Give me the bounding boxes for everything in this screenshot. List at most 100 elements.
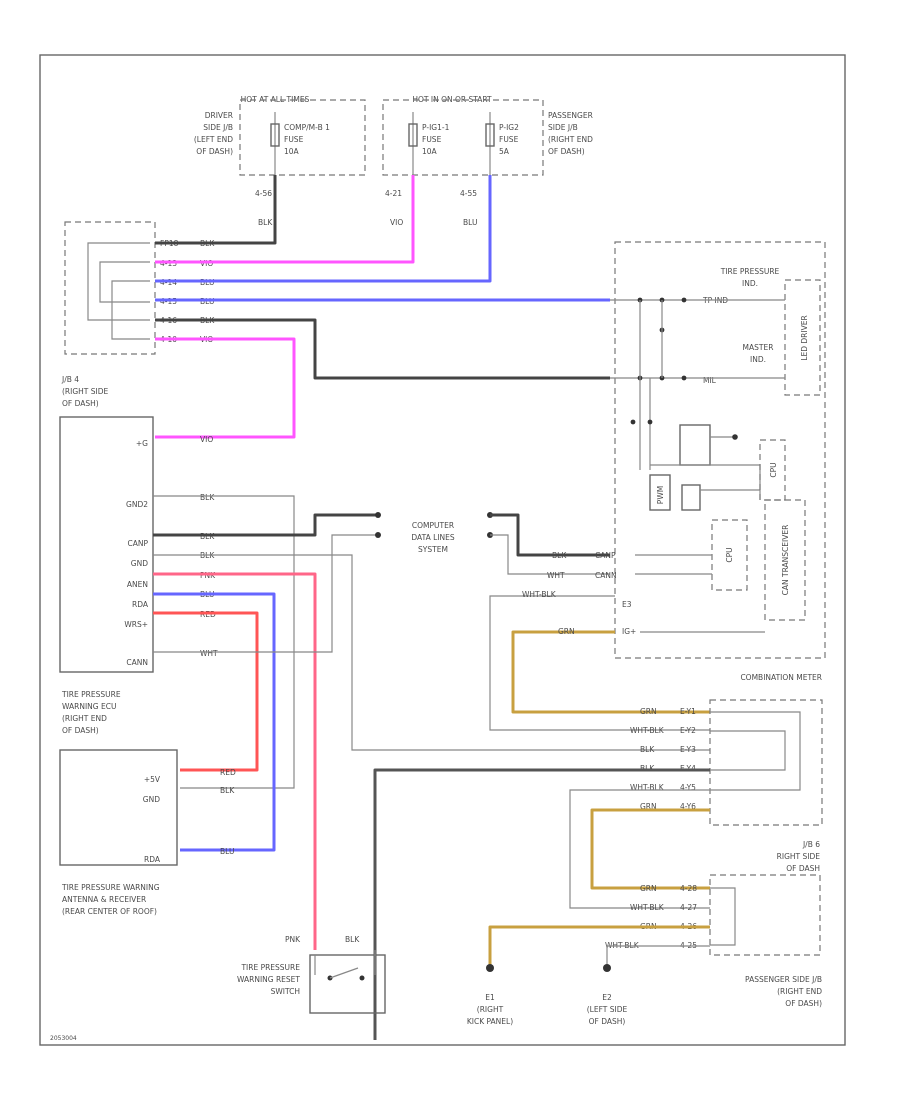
meter-internal-wiring [610,297,785,511]
wire-grn-ground-e1 [488,925,710,965]
svg-text:4-27: 4-27 [680,903,697,912]
svg-text:GRN: GRN [640,802,657,811]
svg-text:E3: E3 [622,600,632,609]
reset-switch-label: TIRE PRESSURE WARNING RESET SWITCH [237,963,300,996]
svg-text:(LEFT END: (LEFT END [194,135,233,144]
svg-text:WHT-BLK: WHT-BLK [630,783,665,792]
svg-text:GND2: GND2 [126,500,148,509]
svg-text:CANN: CANN [595,571,617,580]
svg-text:SIDE J/B: SIDE J/B [203,123,233,132]
jb6-jumper-a [710,711,801,791]
svg-text:(RIGHT SIDE: (RIGHT SIDE [62,387,109,396]
wire-canp-to-meter [490,513,610,557]
svg-text:WARNING RESET: WARNING RESET [237,975,300,984]
antenna-wire-colors: RED BLK BLU [220,768,236,856]
wire-canp-blk [153,513,378,537]
svg-text:J/B 6: J/B 6 [802,840,820,849]
meter-ig-color: GRN [558,627,575,636]
led-driver-box [784,279,821,396]
svg-text:(REAR CENTER OF ROOF): (REAR CENTER OF ROOF) [62,907,157,916]
svg-text:RDA: RDA [144,855,161,864]
svg-text:FUSE: FUSE [284,135,304,144]
fuse-pin-1: 4-56 [255,189,272,198]
combination-meter-box [614,241,826,659]
svg-text:SIDE J/B: SIDE J/B [548,123,578,132]
svg-text:WRS+: WRS+ [124,620,148,629]
svg-text:ANEN: ANEN [127,580,148,589]
svg-text:TIRE PRESSURE: TIRE PRESSURE [61,690,121,699]
reset-switch-box [309,954,386,1014]
fuse-box-1 [239,99,366,176]
meter-e3-color: WHT-BLK [522,590,557,599]
svg-text:PASSENGER SIDE J/B: PASSENGER SIDE J/B [745,975,822,984]
svg-text:WHT: WHT [200,649,218,658]
svg-text:RDA: RDA [132,600,149,609]
svg-text:KICK PANEL): KICK PANEL) [467,1017,513,1026]
jb-right-label: J/B 6 RIGHT SIDE OF DASH [777,840,821,873]
cpu-label: CPU [769,462,778,477]
wire-whtblk-ground-e2 [606,945,710,965]
antenna-pins: +5V GND RDA [143,775,161,864]
svg-text:GRN: GRN [640,707,657,716]
jb-right-jumper [710,887,736,946]
svg-text:FUSE: FUSE [422,135,442,144]
svg-text:BLU: BLU [220,847,234,856]
svg-text:IG+: IG+ [622,627,636,636]
wire-cann-to-meter [490,534,610,575]
fuse-pin-3: 4-55 [460,189,477,198]
tpw-ecu-box [59,416,154,673]
jb4-label: J/B 4 (RIGHT SIDE OF DASH) [61,375,109,408]
antenna-label: TIRE PRESSURE WARNING ANTENNA & RECEIVER… [61,883,160,916]
svg-text:GND: GND [131,559,148,568]
wire-blu-fuse3 [155,175,492,283]
svg-text:ANTENNA & RECEIVER: ANTENNA & RECEIVER [62,895,146,904]
wire-cann-wht [153,534,378,653]
jb6-dashed-box [709,699,823,826]
svg-text:10A: 10A [284,147,300,156]
svg-text:OF DASH: OF DASH [786,864,820,873]
svg-text:GRN: GRN [640,884,657,893]
svg-text:PASSENGER: PASSENGER [548,111,593,120]
meter-bus-pins: CANP CANN E3 IG+ BLK WHT [547,551,636,636]
svg-text:+G: +G [136,439,148,448]
svg-text:E-Y3: E-Y3 [680,745,696,754]
svg-text:BLK: BLK [220,786,235,795]
svg-text:SYSTEM: SYSTEM [418,545,448,554]
jb4-jumper-a [87,242,150,321]
svg-text:FUSE: FUSE [499,135,519,144]
can-transceiver-box [764,499,806,621]
wire-gnd2-blk [153,495,295,789]
fuse-pin-2: 4-21 [385,189,402,198]
svg-text:OF DASH): OF DASH) [548,147,585,156]
svg-text:(RIGHT END: (RIGHT END [62,714,107,723]
svg-text:E2: E2 [602,993,612,1002]
jb6-jumper-b [710,730,786,771]
tire-pressure-ind: TIRE PRESSURE IND. [720,267,780,288]
svg-text:CANP: CANP [595,551,616,560]
fuse-3: P-IG2 FUSE 5A [485,112,519,175]
switch-pnk-label: PNK [285,935,301,944]
fuse-wire-3: BLU [463,218,477,227]
svg-text:TIRE PRESSURE: TIRE PRESSURE [240,963,300,972]
computer-data-lines: COMPUTER DATA LINES SYSTEM [375,512,493,554]
diagram-code: 2053004 [50,1035,77,1042]
hot-in-on-start-label: HOT IN ON OR START [412,95,492,104]
ground-e2: E2 (LEFT SIDE OF DASH) [587,964,627,1026]
cpu-b-label: CPU [725,547,734,562]
driver-jb-label: DRIVER SIDE J/B (LEFT END OF DASH) [194,111,233,156]
fuse-2: P-IG1-1 FUSE 10A [408,112,450,175]
svg-text:OF DASH): OF DASH) [589,1017,626,1026]
svg-text:WHT-BLK: WHT-BLK [630,903,665,912]
diagram-frame [39,54,846,1046]
tpw-ecu-pins: +G GND2 CANP GND ANEN RDA WRS+ CANN [124,439,149,667]
tpw-ecu-wire-colors: VIO BLK BLK BLK PNK BLU RED WHT [200,435,218,658]
wire-e3-whtblk [489,595,710,731]
svg-text:SWITCH: SWITCH [271,987,300,996]
svg-text:DATA LINES: DATA LINES [411,533,454,542]
fuse-box-2 [382,99,544,176]
passenger-side-jb-label: PASSENGER SIDE J/B (RIGHT END OF DASH) [745,975,822,1008]
svg-text:(RIGHT END: (RIGHT END [548,135,593,144]
svg-text:OF DASH): OF DASH) [785,999,822,1008]
ground-e1: E1 (RIGHT KICK PANEL) [467,964,513,1026]
